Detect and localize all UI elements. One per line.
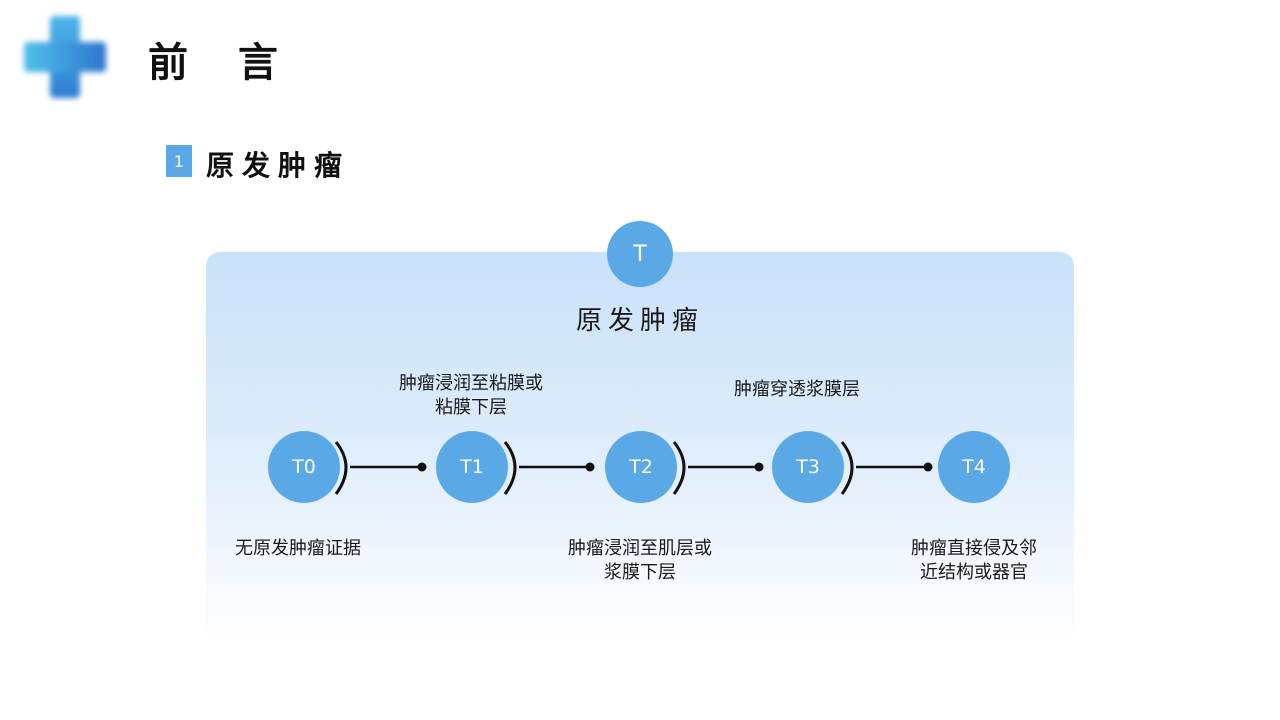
section-number-badge: 1 — [166, 145, 192, 177]
stage-node-t3: T3 — [772, 431, 844, 503]
stage-node-t1: T1 — [436, 431, 508, 503]
top-node-t: T — [607, 221, 673, 287]
stage-description-t3: 肿瘤穿透浆膜层 — [734, 379, 860, 400]
page-title: 前 言 — [148, 40, 296, 86]
stage-description-t1: 肿瘤浸润至粘膜或 粘膜下层 — [399, 373, 543, 418]
stage-node-t2: T2 — [605, 431, 677, 503]
stage-node-t4: T4 — [938, 431, 1010, 503]
stage-node-t0: T0 — [268, 431, 340, 503]
stage-description-t2: 肿瘤浸润至肌层或 浆膜下层 — [568, 538, 712, 583]
stage-description-t0: 无原发肿瘤证据 — [235, 538, 361, 559]
stage-description-t4: 肿瘤直接侵及邻 近结构或器官 — [911, 538, 1037, 583]
diagram-title: 原发肿瘤 — [575, 306, 704, 336]
medical-cross-logo — [22, 14, 108, 100]
section-title: 原发肿瘤 — [206, 149, 351, 182]
